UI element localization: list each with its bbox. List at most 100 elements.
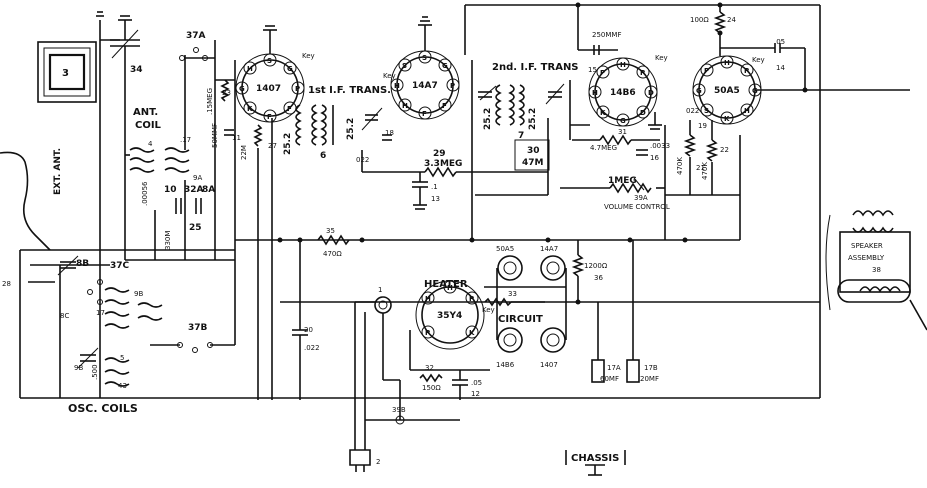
svg-text:.05: .05 [471, 379, 482, 387]
svg-text:.500: .500 [91, 364, 99, 380]
tube-50a5-label: 50A5 [714, 86, 740, 96]
tube-1407: 1407 S G P F F K G H Key [235, 25, 315, 123]
chassis-label: CHASSIS [571, 453, 619, 464]
svg-text:150Ω: 150Ω [422, 384, 441, 392]
svg-text:20MF: 20MF [640, 375, 659, 383]
loop-antenna: 3 [37, 41, 97, 103]
svg-text:P: P [295, 85, 300, 93]
svg-text:330M: 330M [164, 231, 172, 250]
svg-text:37B: 37B [188, 323, 208, 333]
svg-text:G: G [752, 87, 758, 95]
left-wiring [96, 11, 236, 398]
svg-text:25.2: 25.2 [528, 108, 538, 130]
svg-text:G: G [442, 62, 448, 70]
svg-text:17A: 17A [607, 364, 621, 372]
resistor-29: 29 3.3MEG .1 13 [362, 149, 548, 210]
svg-text:.00056: .00056 [141, 181, 149, 206]
bus-lines [20, 4, 910, 399]
svg-text:12: 12 [471, 390, 480, 398]
svg-text:9B: 9B [74, 364, 83, 372]
circuit-label: CIRCUIT [498, 314, 543, 325]
svg-text:S: S [422, 54, 427, 62]
svg-text:P: P [450, 82, 455, 90]
variable-capacitor-34: 34 [110, 15, 143, 75]
svg-text:25.2: 25.2 [483, 108, 493, 130]
tube-35y4: 35Y4 H P K P H Key [415, 280, 495, 350]
ext-ant-lead: EXT. ANT. [0, 148, 63, 251]
second-if-label: 2nd. I.F. TRANS [492, 62, 579, 73]
svg-text:17B: 17B [644, 364, 658, 372]
resistors-under-1407: 22M 27 25.2 [240, 118, 293, 400]
svg-text:P: P [640, 69, 645, 77]
tube-14b6: 14B6 H P D D G K H P Key [588, 54, 668, 130]
svg-text:H: H [744, 107, 750, 115]
svg-text:4: 4 [148, 140, 153, 148]
svg-text:25.2: 25.2 [346, 118, 356, 140]
tube-35y4-label: 35Y4 [437, 311, 462, 321]
heater-circuit: HEATER CIRCUIT 50A5 14A7 14B6 1407 33 [424, 245, 567, 369]
svg-text:16: 16 [650, 154, 659, 162]
resistors-near-50a5: 022 19 470K 21 470K 22 [665, 107, 740, 196]
volume-control: 1MEG 39A VOLUME CONTROL [560, 176, 670, 211]
svg-text:28: 28 [2, 280, 11, 288]
filter-caps: 17A 60MF 17B 20MF [591, 240, 659, 383]
svg-text:3.3MEG: 3.3MEG [424, 159, 462, 169]
tube-14b6-label: 14B6 [610, 88, 636, 98]
svg-text:.0033: .0033 [650, 142, 670, 150]
svg-text:.05: .05 [774, 38, 785, 46]
svg-text:250MMF: 250MMF [592, 31, 621, 39]
first-if-label: 1st I.F. TRANS. [308, 85, 391, 96]
chassis-symbol: CHASSIS [565, 450, 626, 476]
svg-text:50MMF: 50MMF [211, 123, 219, 148]
svg-text:31: 31 [618, 128, 627, 136]
svg-text:37A: 37A [186, 31, 206, 41]
svg-text:P: P [425, 329, 430, 337]
svg-text:470K: 470K [701, 162, 709, 180]
svg-text:H: H [447, 284, 453, 292]
svg-text:S: S [704, 107, 709, 115]
svg-text:14: 14 [776, 64, 785, 72]
svg-text:24: 24 [727, 16, 736, 24]
svg-text:.022: .022 [304, 344, 320, 352]
svg-text:2: 2 [376, 458, 380, 466]
svg-text:13: 13 [431, 195, 440, 203]
svg-text:Key: Key [383, 72, 396, 80]
svg-text:K: K [247, 105, 253, 113]
cap-250mmf: 250MMF 15 [575, 2, 621, 74]
svg-text:H: H [394, 82, 400, 90]
svg-text:COIL: COIL [135, 120, 162, 131]
svg-text:ANT.: ANT. [133, 107, 158, 118]
svg-text:11: 11 [232, 134, 241, 142]
svg-text:33: 33 [508, 290, 517, 298]
svg-text:Key: Key [752, 56, 765, 64]
svg-text:F: F [442, 102, 447, 110]
tube-14a7-label: 14A7 [412, 81, 438, 91]
svg-text:4.7MEG: 4.7MEG [590, 144, 617, 152]
svg-text:1: 1 [378, 286, 382, 294]
svg-text:5: 5 [120, 354, 124, 362]
svg-text:100Ω: 100Ω [690, 16, 709, 24]
svg-text:47M: 47M [522, 158, 544, 168]
svg-text:H: H [620, 61, 626, 69]
svg-text:7: 7 [518, 131, 524, 141]
svg-text:20: 20 [304, 326, 313, 334]
svg-text:17: 17 [96, 309, 105, 317]
svg-text:18: 18 [385, 129, 394, 137]
svg-text:SPEAKER: SPEAKER [851, 242, 883, 250]
svg-text:D: D [640, 109, 646, 117]
svg-text:43: 43 [118, 382, 127, 390]
svg-text:Key: Key [302, 52, 315, 60]
osc-section: 8B 28 8C 37C 9B 17 5 43 .500 9B OSC. COI… [2, 249, 236, 415]
resistor-31: 31 4.7MEG .0033 16 [572, 128, 670, 162]
svg-text:37C: 37C [110, 261, 130, 271]
svg-text:S: S [267, 57, 272, 65]
svg-text:38: 38 [872, 266, 881, 274]
svg-text:21: 21 [696, 164, 705, 172]
svg-text:9B: 9B [134, 290, 143, 298]
svg-text:25: 25 [189, 223, 202, 233]
ant-coil: ANT. COIL 4 .17 [129, 107, 191, 173]
svg-text:32: 32 [425, 364, 434, 372]
svg-text:50A5: 50A5 [496, 245, 514, 253]
svg-text:H: H [425, 295, 431, 303]
